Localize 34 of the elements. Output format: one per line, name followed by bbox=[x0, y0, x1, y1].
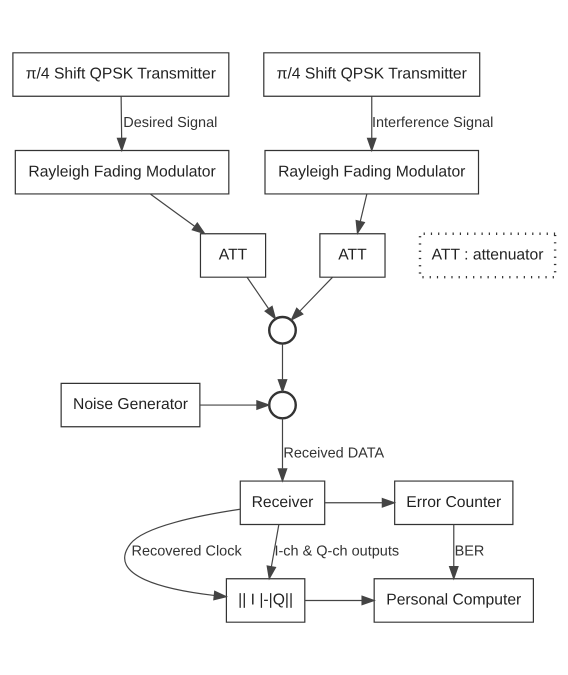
node-box: ATT bbox=[200, 233, 266, 278]
node-box: ATT bbox=[319, 233, 386, 278]
node-box: Receiver bbox=[240, 480, 326, 526]
arrow bbox=[366, 96, 377, 152]
arrow bbox=[150, 194, 206, 235]
node-box: Personal Computer bbox=[374, 578, 534, 623]
arrow bbox=[116, 96, 127, 152]
node-box: π/4 Shift QPSK Transmitter bbox=[263, 52, 480, 97]
node-circle bbox=[268, 390, 297, 420]
edge-label: Desired Signal bbox=[123, 115, 218, 132]
arrow bbox=[448, 524, 459, 580]
edge-label: BER bbox=[454, 543, 484, 560]
arrow bbox=[277, 418, 288, 483]
arrow bbox=[124, 508, 240, 600]
arrow bbox=[200, 400, 271, 410]
arrow bbox=[304, 595, 376, 606]
edge-label: Recovered Clock bbox=[132, 543, 242, 560]
node-box: Rayleigh Fading Modulator bbox=[264, 150, 480, 195]
node-box: || I |-|Q|| bbox=[226, 578, 306, 623]
edge-label: I-ch & Q-ch outputs bbox=[274, 543, 400, 560]
arrow bbox=[290, 276, 334, 322]
arrow bbox=[324, 498, 396, 508]
node-box: Error Counter bbox=[394, 480, 514, 526]
edge-label: Received DATA bbox=[283, 446, 384, 462]
edge-label: Interference Signal bbox=[372, 115, 494, 132]
node-box: Rayleigh Fading Modulator bbox=[14, 150, 230, 195]
node-circle bbox=[268, 316, 297, 345]
arrow bbox=[355, 194, 368, 236]
node-box: π/4 Shift QPSK Transmitter bbox=[12, 52, 230, 97]
arrow bbox=[246, 276, 276, 320]
node-box: ATT : attenuator bbox=[418, 232, 556, 278]
arrow bbox=[277, 344, 288, 394]
arrow bbox=[266, 524, 280, 580]
node-box: Noise Generator bbox=[60, 382, 200, 428]
